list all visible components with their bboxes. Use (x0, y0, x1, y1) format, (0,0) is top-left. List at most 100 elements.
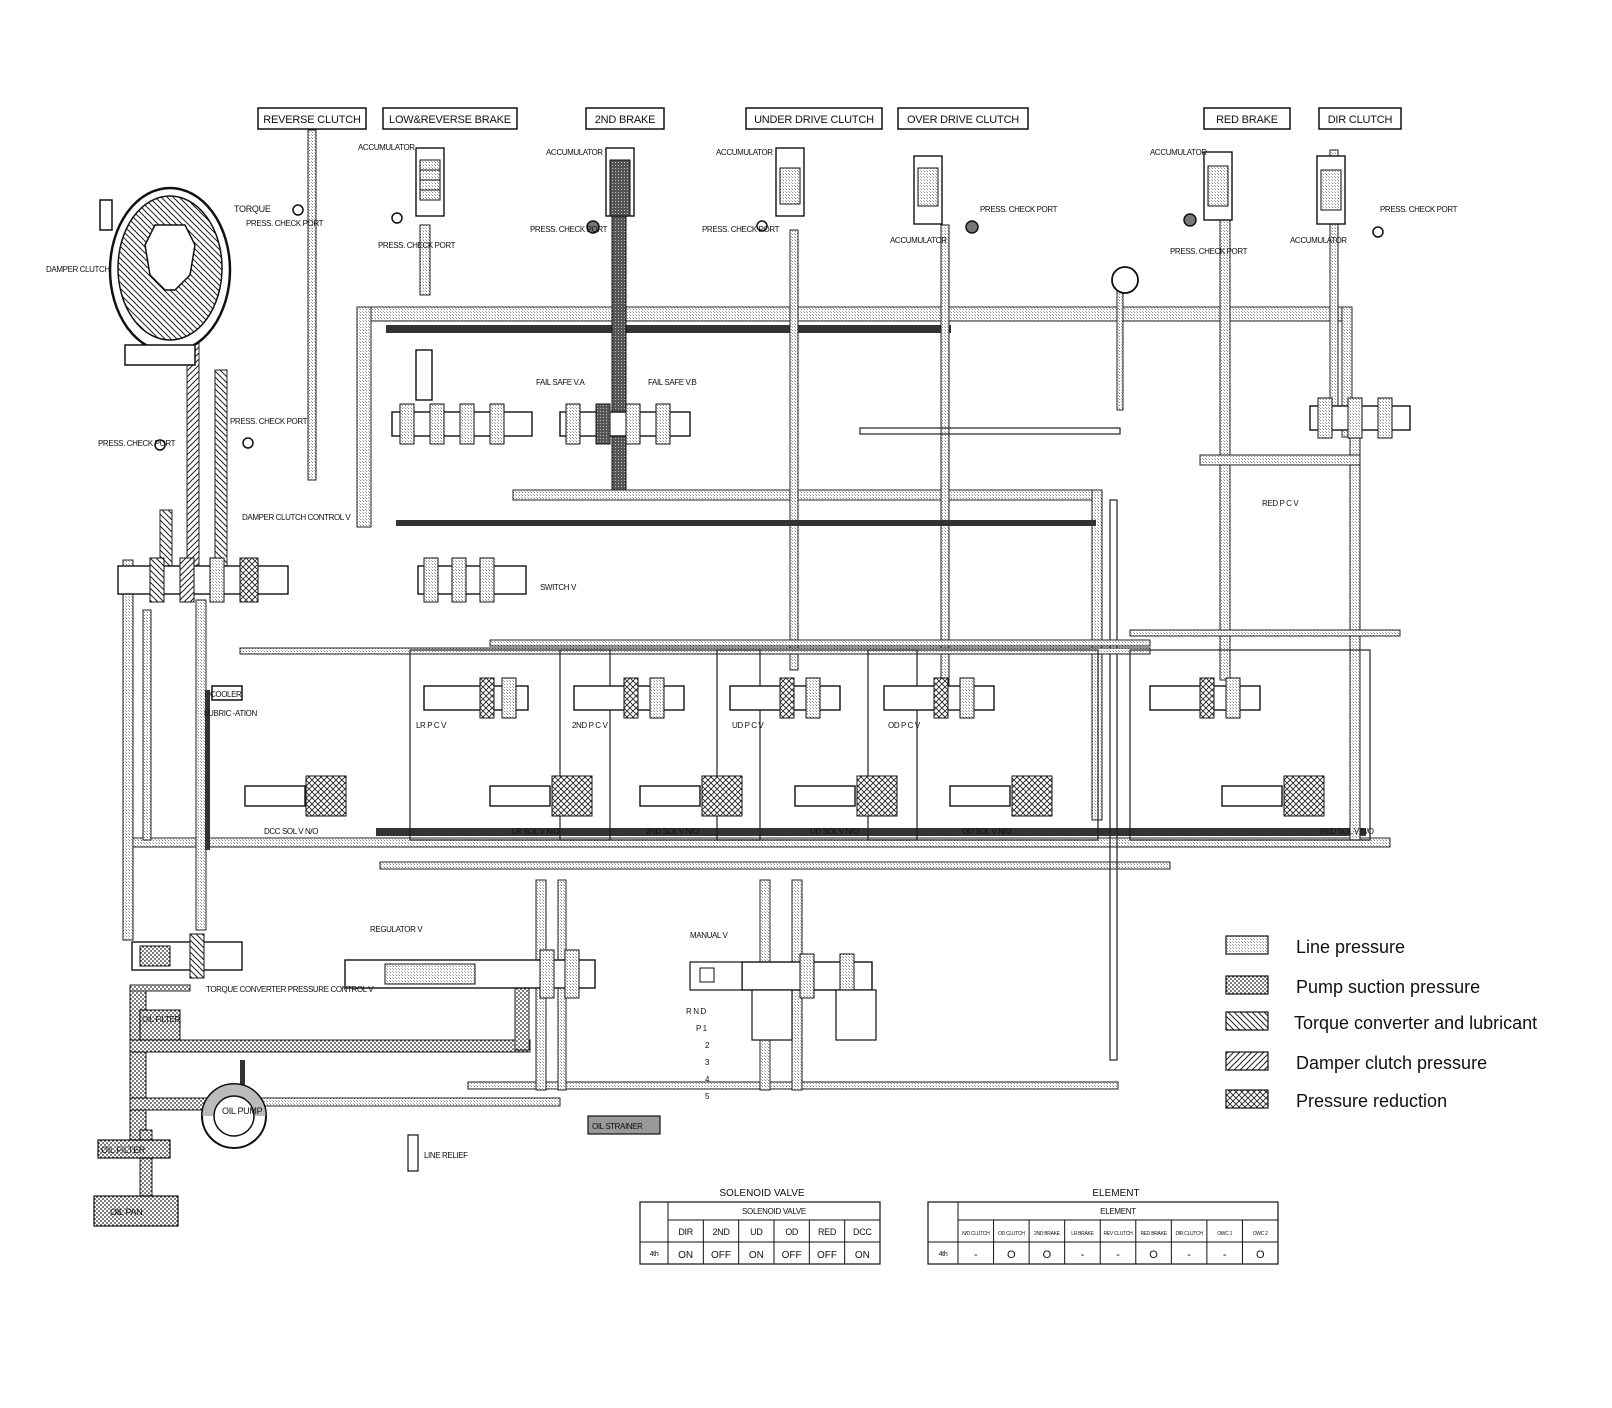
element-column-header: OWC 1 (1217, 1231, 1232, 1237)
accumulators (415, 147, 1346, 225)
dcc-solenoid (244, 775, 347, 817)
element-column-header: DIR CLUTCH (1175, 1231, 1203, 1237)
legend-swatch-line (1225, 935, 1269, 955)
line-relief-valve (407, 1134, 419, 1172)
manual-position-5: 5 (705, 1092, 710, 1101)
valves (93, 204, 1411, 1227)
press-check-label-4: PRESS. CHECK PORT (702, 225, 780, 234)
element-row-label: 4th (939, 1251, 948, 1258)
oil-pump-label: OIL PUMP (222, 1106, 263, 1116)
legend-swatch-fwd-hatch (1225, 1051, 1269, 1071)
damper-clutch-control-valve (117, 557, 289, 603)
solenoid-cell-value: OFF (711, 1250, 731, 1261)
press-check-label-1: PRESS. CHECK PORT (246, 219, 324, 228)
solenoid-table: SOLENOID VALVE SOLENOID VALVE DIRON2NDOF… (639, 1188, 881, 1265)
label-red-brake: RED BRAKE (1216, 114, 1278, 126)
legend-label-cross: Pressure reduction (1296, 1091, 1447, 1111)
red-solenoid (1221, 775, 1325, 817)
solenoid-row-label: 4th (650, 1251, 659, 1258)
manual-positions-header: R N D (686, 1007, 706, 1016)
accumulator-lr (415, 147, 445, 217)
element-cell-value: O (1256, 1249, 1265, 1261)
switch-v-label: SWITCH V (540, 583, 577, 592)
label-low-reverse-brake: LOW&REVERSE BRAKE (389, 114, 511, 126)
element-column-header: 2ND BRAKE (1034, 1231, 1061, 1237)
solenoid-cell-value: OFF (782, 1250, 802, 1261)
fail-safe-b-label: FAIL SAFE V.B (648, 378, 697, 387)
dcc-sol-label: DCC SOL V N/O (264, 827, 318, 836)
press-check-ports (154, 204, 1384, 451)
solenoid-cell-value: OFF (817, 1250, 837, 1261)
torque-converter (99, 186, 232, 366)
manual-position-3: 3 (705, 1058, 710, 1067)
element-cell-value: O (1007, 1249, 1016, 1261)
oil-strainer-box (587, 1115, 661, 1135)
line-relief-label: LINE RELIEF (424, 1151, 468, 1160)
legend-label-line: Line pressure (1296, 937, 1405, 957)
ud-pcv-label: UD P C V (732, 721, 764, 730)
oil-pan-label: OIL PAN (110, 1207, 142, 1217)
lr-solenoid (489, 775, 593, 817)
oil-filter-label: OIL FILTER (101, 1145, 146, 1155)
element-cell-value: O (1149, 1249, 1158, 1261)
switch-valve (417, 557, 527, 603)
element-table-inner-title: ELEMENT (1100, 1207, 1136, 1216)
accumulator-label-od: ACCUMULATOR (890, 236, 947, 245)
oil-strainer-label: OIL STRAINER (592, 1122, 643, 1131)
regulator-v-label: REGULATOR V (370, 925, 423, 934)
tc-pressure-control-valve (131, 933, 243, 979)
cooler-label: COOLER (210, 690, 242, 699)
element-cell-value: - (974, 1249, 978, 1261)
element-column-header: REV CLUTCH (1104, 1231, 1134, 1237)
od-pcv-spool (883, 677, 995, 719)
damper-clutch-control-label: DAMPER CLUTCH CONTROL V (242, 513, 351, 522)
manual-v-label: MANUAL V (690, 931, 728, 940)
legend-label-fwd-hatch: Damper clutch pressure (1296, 1053, 1487, 1073)
ud-sol-label: UD SOL V N/O (810, 827, 859, 836)
label-dir-clutch: DIR CLUTCH (1328, 114, 1393, 126)
ud-solenoid (794, 775, 898, 817)
legend-swatch-dots (1225, 975, 1269, 995)
element-table-title: ELEMENT (1092, 1188, 1139, 1199)
solenoid-column-header: DCC (853, 1227, 872, 1237)
lr-sol-label: LR SOL V N/O (512, 827, 560, 836)
solenoid-cell-value: ON (855, 1250, 870, 1261)
manual-position-1: P 1 (696, 1024, 708, 1033)
clutch-labels: REVERSE CLUTCH LOW&REVERSE BRAKE 2ND BRA… (257, 107, 1402, 130)
label-over-drive-clutch: OVER DRIVE CLUTCH (907, 114, 1019, 126)
lr-pcv-label: LR P C V (416, 721, 447, 730)
loop-port (1111, 266, 1139, 294)
red-pcv-lower-spool (1149, 677, 1261, 719)
accumulator-od (913, 155, 943, 225)
legend-label-dots: Pump suction pressure (1296, 977, 1480, 997)
fail-safe-a-label: FAIL SAFE V.A (536, 378, 586, 387)
small-labels: ACCUMULATOR ACCUMULATOR ACCUMULATOR ACCU… (46, 143, 1458, 1217)
legend-swatch-cross (1225, 1089, 1269, 1109)
accumulator-ud (775, 147, 805, 217)
accumulator-red (1203, 151, 1233, 221)
solenoid-column-header: 2ND (712, 1227, 730, 1237)
2nd-pcv-spool (573, 677, 685, 719)
element-cell-value: - (1187, 1249, 1191, 1261)
solenoid-table-title: SOLENOID VALVE (719, 1188, 805, 1199)
press-check-label-7: PRESS. CHECK PORT (1380, 205, 1458, 214)
element-column-header: RED BRAKE (1140, 1231, 1167, 1237)
label-2nd-brake: 2ND BRAKE (595, 114, 656, 126)
accumulator-label-dir: ACCUMULATOR (1290, 236, 1347, 245)
accumulator-dir (1316, 155, 1346, 225)
accumulator-label-2nd: ACCUMULATOR (546, 148, 603, 157)
manual-position-4: 4 (705, 1075, 710, 1084)
press-check-label-6: PRESS. CHECK PORT (1170, 247, 1248, 256)
press-check-label-5: PRESS. CHECK PORT (980, 205, 1058, 214)
cooler-box (211, 685, 243, 701)
red-pcv-spool (1309, 397, 1411, 439)
solenoid-cell-value: ON (678, 1250, 693, 1261)
element-cell-value: O (1043, 1249, 1052, 1261)
2nd-solenoid (639, 775, 743, 817)
element-table: ELEMENT ELEMENT N/D CLUTCH-OD CLUTCHO2ND… (927, 1188, 1279, 1265)
oil-filter-box (97, 1139, 171, 1159)
solenoid-table-inner-title: SOLENOID VALVE (742, 1207, 806, 1216)
solenoid-column-header: RED (818, 1227, 837, 1237)
label-under-drive-clutch: UNDER DRIVE CLUTCH (754, 114, 874, 126)
